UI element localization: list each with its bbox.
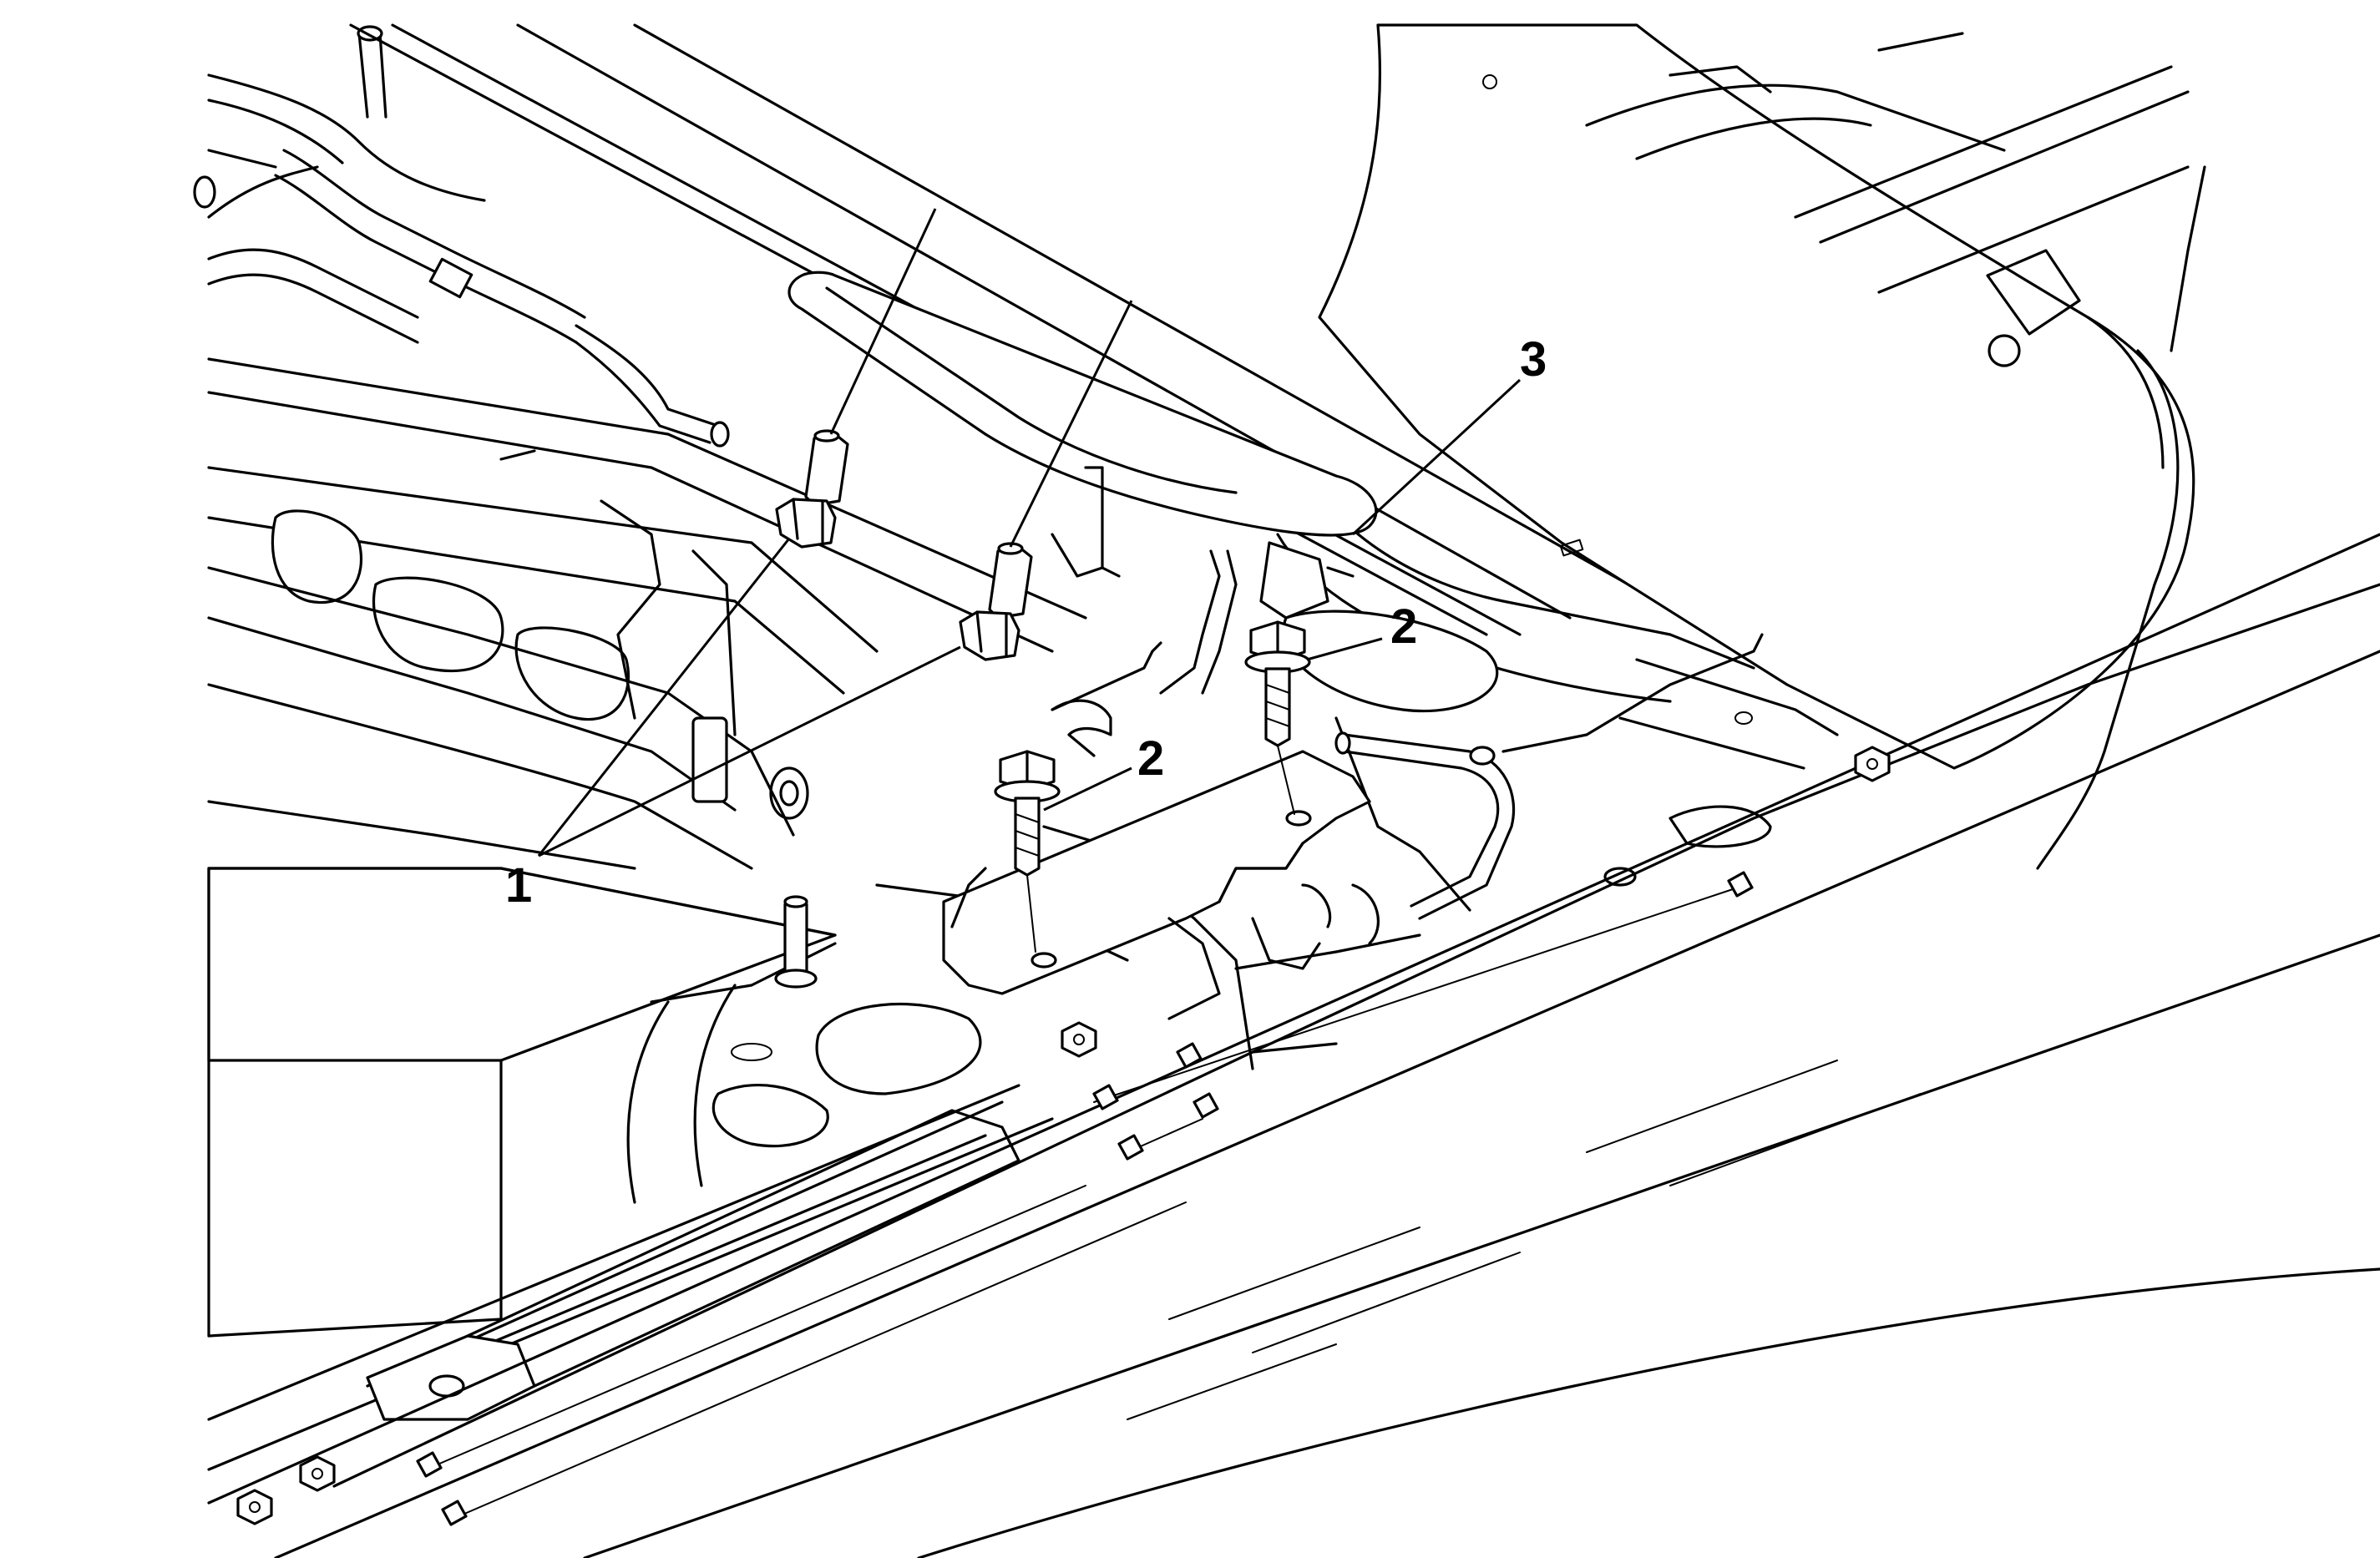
hex-nut (1061, 1021, 1097, 1058)
part-1-stud-lower (959, 542, 1033, 661)
part-1-stud-upper (775, 429, 849, 549)
part-2-bolt-right (1244, 620, 1311, 815)
push-clip (1727, 871, 1754, 898)
rocker-sill-rail (207, 533, 2380, 1558)
locator-stud (774, 895, 818, 989)
callout-labels: 1 2 2 3 (505, 332, 1547, 913)
push-clip (441, 1500, 468, 1526)
right-floor-area (1234, 466, 1839, 970)
push-clip (1193, 1092, 1219, 1119)
fender-panel (1318, 23, 2206, 870)
sill-fastener-row (416, 871, 1754, 1526)
callout-3: 3 (1520, 332, 1547, 387)
push-clip (1092, 1084, 1119, 1110)
hex-nut (1854, 746, 1891, 782)
part-3-bracket-assembly (787, 271, 1378, 695)
hex-nut (299, 1455, 336, 1492)
fluid-lines (1334, 731, 1516, 920)
left-frame-structure (207, 449, 879, 870)
floor-bracket (942, 641, 1380, 1020)
push-clip (1176, 1042, 1203, 1069)
hex-nut (236, 1489, 273, 1525)
part-2-bolt-left (994, 750, 1061, 953)
callout-1: 1 (505, 858, 532, 913)
push-clip (1117, 1134, 1144, 1161)
push-clip (416, 1451, 443, 1478)
callout-2-right: 2 (1390, 599, 1417, 654)
hex-nuts (236, 746, 1891, 1525)
leader-lines (537, 208, 1522, 857)
callout-2-left: 2 (1137, 731, 1164, 786)
right-background-body (1482, 32, 2190, 367)
upper-left-cable-harness (193, 25, 730, 448)
lower-left-block (207, 867, 837, 1338)
